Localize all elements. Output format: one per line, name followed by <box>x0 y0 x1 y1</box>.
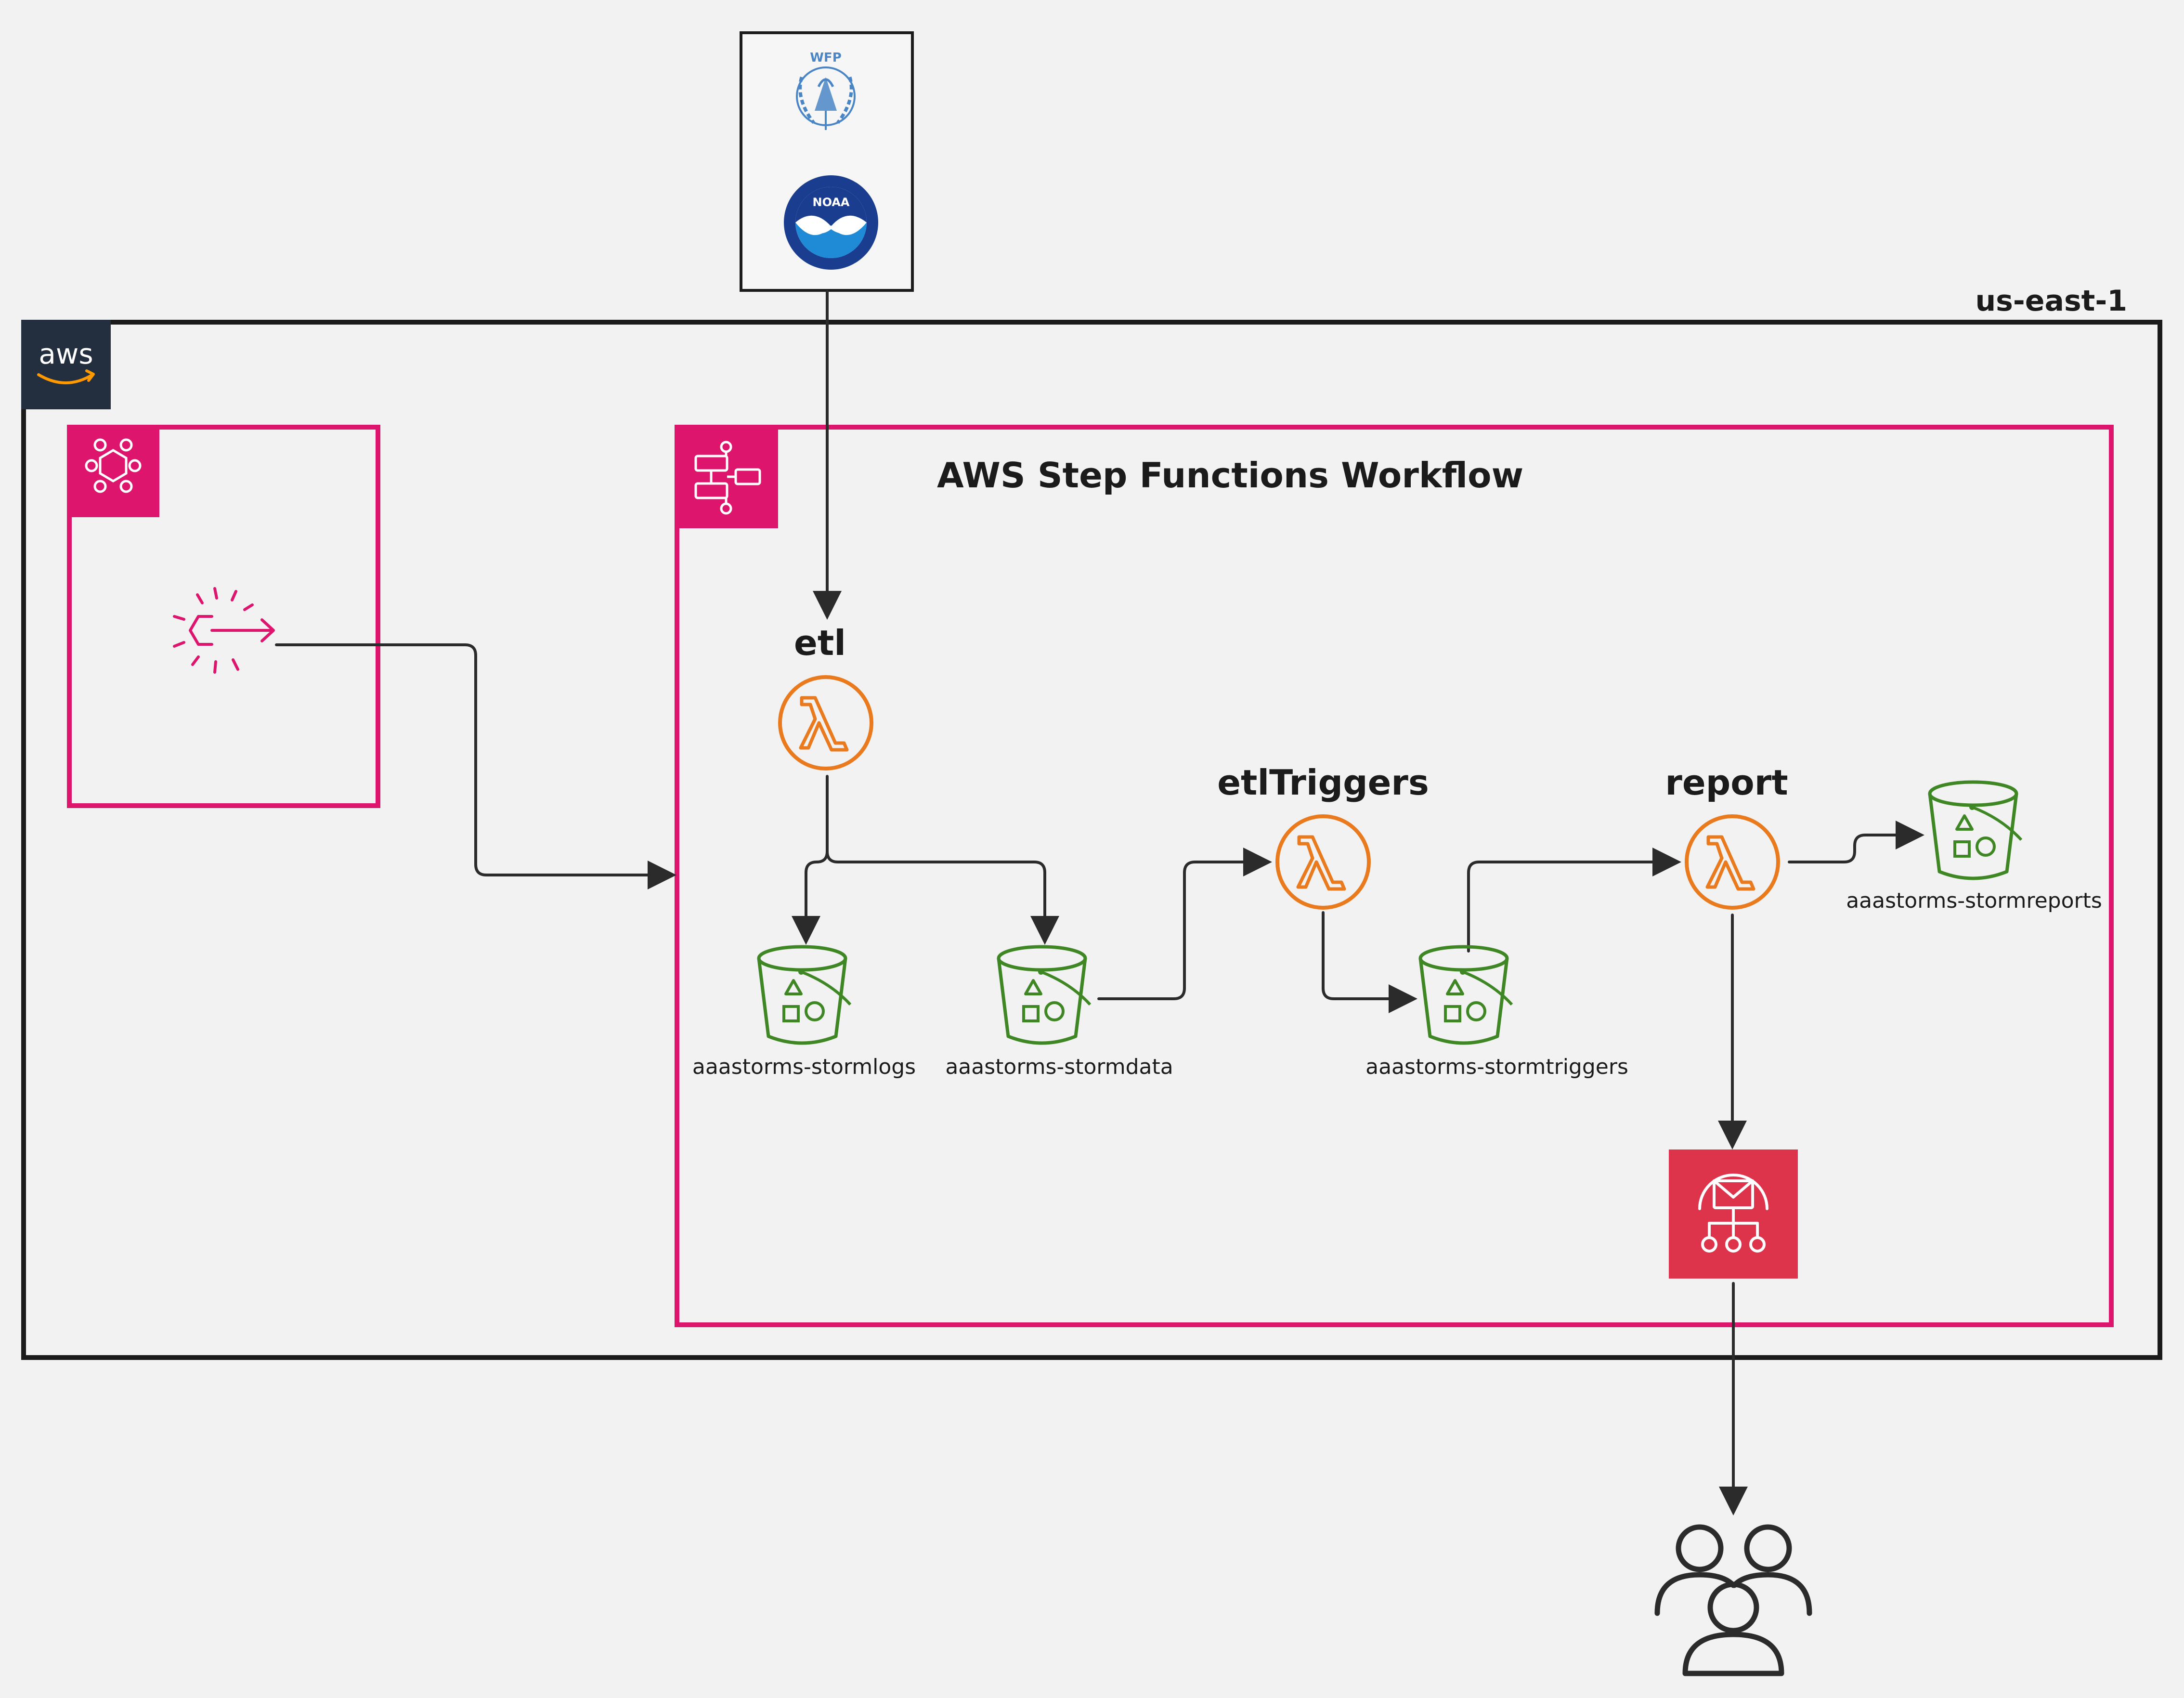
bucket-label-stormtriggers: aaastorms-stormtriggers <box>1365 1055 1628 1079</box>
bucket-label-stormreports: aaastorms-stormreports <box>1846 888 2102 913</box>
eventbridge-icon <box>67 425 159 517</box>
arrow-etl-to-stormdata <box>826 850 1059 945</box>
step-functions-box <box>675 425 2114 1327</box>
lambda-icon[interactable] <box>1685 814 1780 910</box>
region-label: us-east-1 <box>1975 284 2127 318</box>
svg-text:WFP: WFP <box>810 51 842 65</box>
wfp-logo-icon: WFP <box>796 51 856 130</box>
eventbridge-rule-icon[interactable] <box>173 587 275 674</box>
s3-bucket-icon[interactable] <box>1418 945 1513 1045</box>
lambda-icon[interactable] <box>778 675 873 771</box>
s3-bucket-icon[interactable] <box>997 945 1092 1045</box>
lambda-icon[interactable] <box>1275 814 1371 910</box>
svg-text:NOAA: NOAA <box>813 196 850 209</box>
arrow-rule-to-workflow <box>275 643 676 889</box>
s3-bucket-icon[interactable] <box>757 945 852 1045</box>
sns-icon[interactable] <box>1669 1149 1798 1279</box>
workflow-title: AWS Step Functions Workflow <box>937 455 1523 496</box>
step-functions-icon <box>675 425 778 528</box>
arrow-report-to-stormreports <box>1788 821 1924 863</box>
bucket-label-stormlogs: aaastorms-stormlogs <box>692 1055 916 1079</box>
arrow-etl-to-stormlogs <box>792 775 829 945</box>
aws-logo-icon: aws <box>21 320 111 409</box>
arrow-etltriggers-to-stormtriggers <box>1322 911 1417 1013</box>
eventbridge-box <box>67 425 380 808</box>
s3-bucket-icon[interactable] <box>1928 780 2023 880</box>
lambda-title-etltriggers: etlTriggers <box>1217 762 1429 803</box>
svg-text:aws: aws <box>39 338 93 370</box>
aws-region-box <box>21 320 2162 1360</box>
users-icon <box>1654 1524 1812 1676</box>
lambda-title-etl: etl <box>794 623 846 663</box>
noaa-logo-icon: NOAA <box>784 175 878 270</box>
lambda-title-report: report <box>1665 762 1788 803</box>
arrow-stormdata-to-etltriggers <box>1097 848 1272 1000</box>
arrow-stormtriggers-to-report <box>1467 848 1681 953</box>
bucket-label-stormdata: aaastorms-stormdata <box>945 1055 1173 1079</box>
